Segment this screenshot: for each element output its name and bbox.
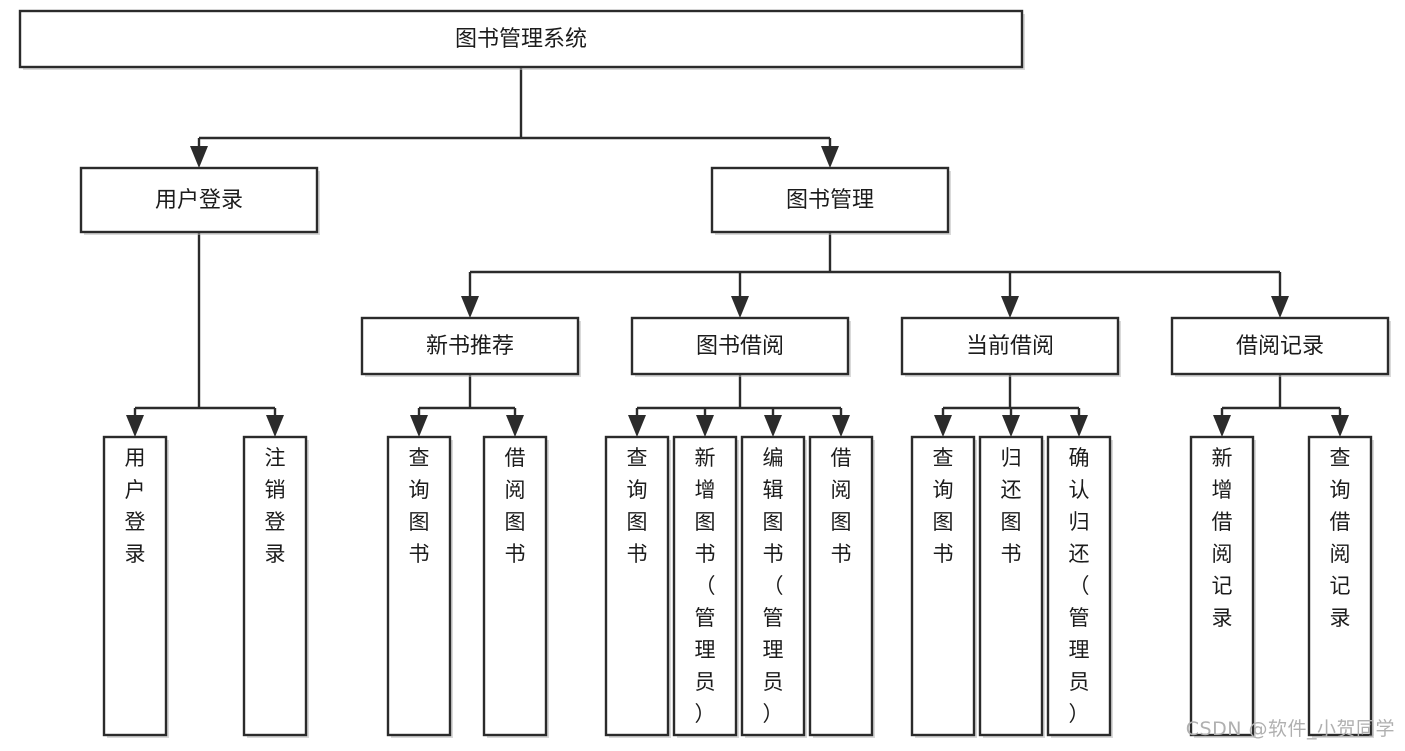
- node-leaf-confirm-return-admin[interactable]: 确认归还（管理员）: [1046, 435, 1113, 738]
- node-rect[interactable]: [604, 435, 670, 737]
- arrow-head-icon: [461, 296, 479, 318]
- node-leaf-borrow-book[interactable]: 借阅图书: [808, 435, 875, 738]
- node-label: 新书推荐: [426, 334, 514, 359]
- node-rect[interactable]: [102, 435, 168, 737]
- node-rect[interactable]: [1189, 435, 1255, 737]
- arrow-head-icon: [1002, 415, 1020, 437]
- node-rect[interactable]: [386, 435, 452, 737]
- node-label: 借阅图书: [831, 446, 852, 566]
- node-rect[interactable]: [978, 435, 1044, 737]
- node-rect[interactable]: [1307, 435, 1373, 737]
- node-rect[interactable]: [630, 316, 850, 376]
- node-rect[interactable]: [672, 435, 738, 737]
- node-leaf-user-logout[interactable]: 注销登录: [242, 435, 309, 738]
- arrow-head-icon: [1001, 296, 1019, 318]
- arrow-head-icon: [410, 415, 428, 437]
- arrow-head-icon: [821, 146, 839, 168]
- arrow-head-icon: [1213, 415, 1231, 437]
- node-label: 确认归还（管理员）: [1069, 446, 1090, 726]
- watermark-text: CSDN @软件_小贺同学: [1185, 718, 1395, 740]
- node-leaf-query-book-borrow[interactable]: 查询图书: [604, 435, 671, 738]
- arrow-head-icon: [1271, 296, 1289, 318]
- node-label: 借阅记录: [1236, 334, 1324, 359]
- node-current-borrow[interactable]: 当前借阅: [900, 316, 1121, 377]
- node-label: 归还图书: [1001, 446, 1022, 566]
- arrow-head-icon: [832, 415, 850, 437]
- node-rect[interactable]: [360, 316, 580, 376]
- node-leaf-query-book-current[interactable]: 查询图书: [910, 435, 977, 738]
- node-label: 图书借阅: [696, 334, 784, 359]
- node-new-book-recommend[interactable]: 新书推荐: [360, 316, 581, 377]
- node-label: 查询图书: [933, 446, 954, 566]
- node-rect[interactable]: [900, 316, 1120, 376]
- node-label: 图书管理: [786, 188, 874, 213]
- node-layer: 图书管理系统用户登录图书管理新书推荐图书借阅当前借阅借阅记录用户登录注销登录查询…: [18, 9, 1391, 738]
- arrow-head-icon: [696, 415, 714, 437]
- node-rect[interactable]: [710, 166, 950, 234]
- node-rect[interactable]: [79, 166, 319, 234]
- node-rect[interactable]: [1046, 435, 1112, 737]
- node-rect[interactable]: [242, 435, 308, 737]
- node-book-management[interactable]: 图书管理: [710, 166, 951, 235]
- node-label: 注销登录: [265, 446, 286, 566]
- arrow-head-icon: [1070, 415, 1088, 437]
- node-leaf-return-book[interactable]: 归还图书: [978, 435, 1045, 738]
- arrow-head-icon: [506, 415, 524, 437]
- arrow-head-icon: [1331, 415, 1349, 437]
- node-rect[interactable]: [740, 435, 806, 737]
- node-leaf-edit-book-admin[interactable]: 编辑图书（管理员）: [740, 435, 807, 738]
- node-rect[interactable]: [808, 435, 874, 737]
- node-label: 编辑图书（管理员）: [763, 446, 784, 726]
- node-rect[interactable]: [1170, 316, 1390, 376]
- node-borrow-record[interactable]: 借阅记录: [1170, 316, 1391, 377]
- arrow-head-icon: [628, 415, 646, 437]
- node-rect[interactable]: [18, 9, 1024, 69]
- node-label: 借阅图书: [505, 446, 526, 566]
- node-user-login[interactable]: 用户登录: [79, 166, 320, 235]
- node-label: 查询图书: [409, 446, 430, 566]
- arrow-head-icon: [266, 415, 284, 437]
- node-leaf-add-borrow-record[interactable]: 新增借阅记录: [1189, 435, 1256, 738]
- node-root[interactable]: 图书管理系统: [18, 9, 1025, 70]
- connector-layer: [126, 67, 1349, 437]
- node-rect[interactable]: [482, 435, 548, 737]
- node-label: 用户登录: [125, 446, 146, 566]
- node-book-borrow[interactable]: 图书借阅: [630, 316, 851, 377]
- node-rect[interactable]: [910, 435, 976, 737]
- arrow-head-icon: [934, 415, 952, 437]
- node-label: 查询借阅记录: [1330, 446, 1351, 630]
- arrow-head-icon: [731, 296, 749, 318]
- arrow-head-icon: [190, 146, 208, 168]
- node-leaf-user-login[interactable]: 用户登录: [102, 435, 169, 738]
- node-leaf-borrow-book-rec[interactable]: 借阅图书: [482, 435, 549, 738]
- node-leaf-add-book-admin[interactable]: 新增图书（管理员）: [672, 435, 739, 738]
- node-leaf-query-book-rec[interactable]: 查询图书: [386, 435, 453, 738]
- node-label: 图书管理系统: [455, 27, 587, 52]
- node-label: 当前借阅: [966, 334, 1054, 359]
- node-label: 查询图书: [627, 446, 648, 566]
- arrow-head-icon: [126, 415, 144, 437]
- arrow-head-icon: [764, 415, 782, 437]
- node-label: 新增借阅记录: [1212, 446, 1233, 630]
- node-label: 用户登录: [155, 188, 243, 213]
- node-leaf-query-borrow-record[interactable]: 查询借阅记录: [1307, 435, 1374, 738]
- node-label: 新增图书（管理员）: [695, 446, 716, 726]
